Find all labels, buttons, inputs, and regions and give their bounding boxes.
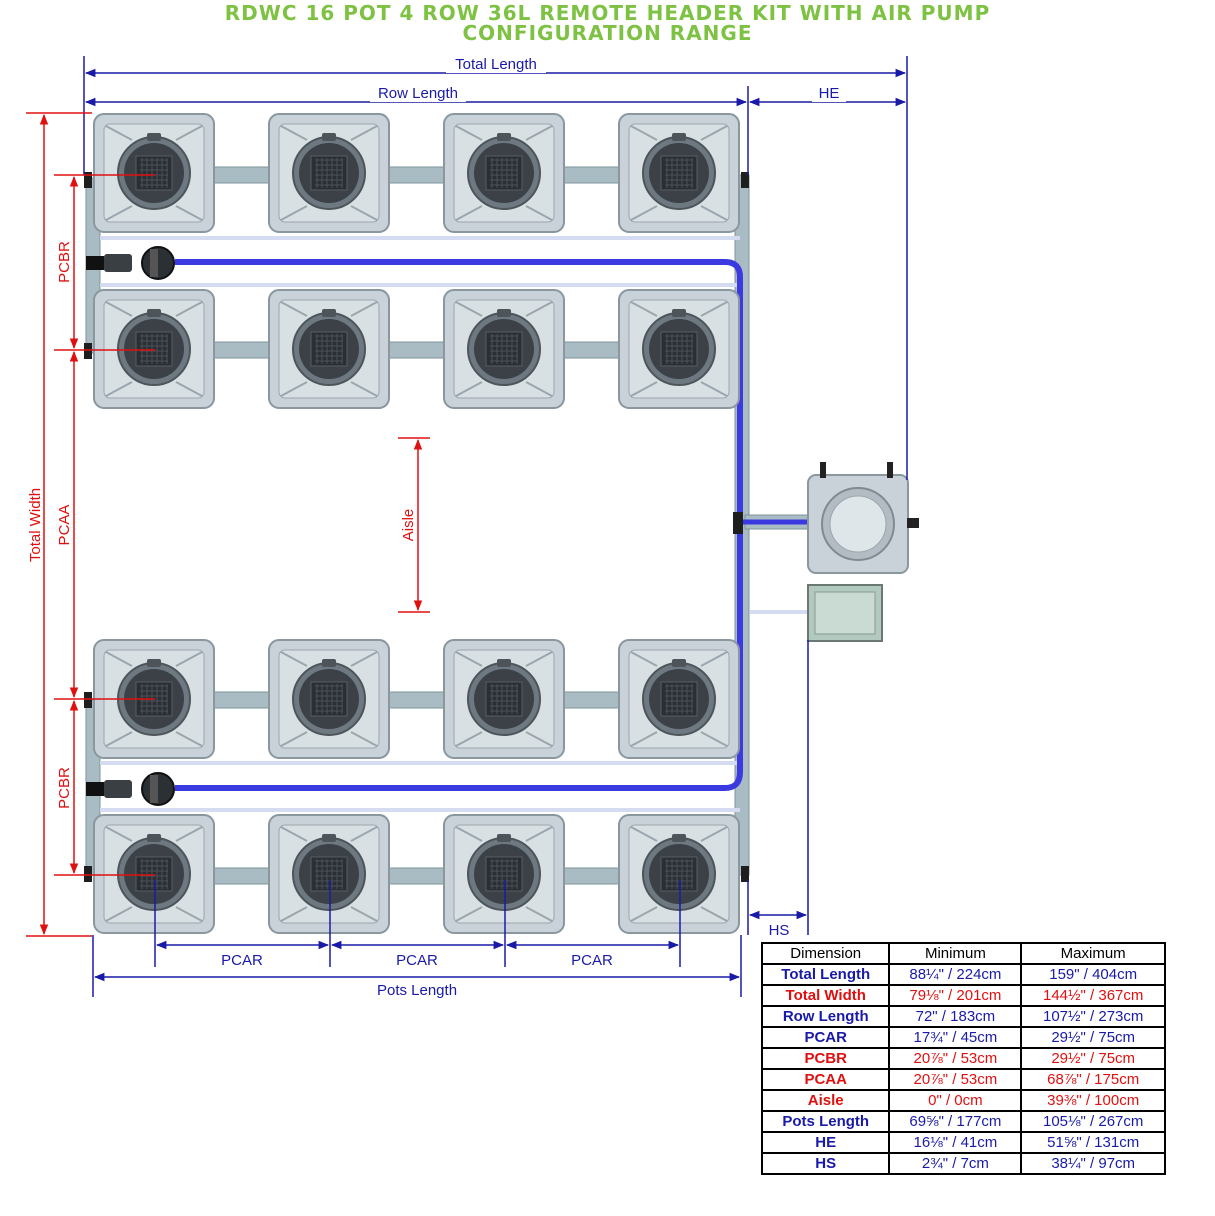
- table-cell: PCBR: [760, 1047, 891, 1070]
- pcar-label: PCAR: [396, 952, 438, 969]
- pot: [443, 814, 565, 934]
- pot: [93, 814, 215, 934]
- table-cell: HE: [760, 1131, 891, 1154]
- table-cell: 69⅝" / 177cm: [888, 1110, 1023, 1133]
- table-row: PCBR 20⅞" / 53cm 29½" / 75cm: [760, 1047, 1166, 1070]
- table-cell: 16⅛" / 41cm: [888, 1131, 1023, 1154]
- table-row: PCAR 17¾" / 45cm 29½" / 75cm: [760, 1026, 1166, 1049]
- pot: [268, 639, 390, 759]
- table-row: HS 2¾" / 7cm 38¼" / 97cm: [760, 1152, 1166, 1175]
- table-header-row: Dimension Minimum Maximum: [760, 942, 1166, 965]
- pcbr-label: PCBR: [56, 767, 73, 809]
- table-cell: 79⅛" / 201cm: [888, 984, 1023, 1007]
- pot: [93, 113, 215, 233]
- pcar-label: PCAR: [221, 952, 263, 969]
- manifold-pipes: [85, 166, 811, 885]
- table-cell: 20⅞" / 53cm: [888, 1047, 1023, 1070]
- table-cell: 0" / 0cm: [888, 1089, 1023, 1112]
- table-cell: HS: [760, 1152, 891, 1175]
- remote-header-tank: [807, 462, 919, 574]
- table-cell: 29½" / 75cm: [1020, 1026, 1166, 1049]
- diagram-title: RDWC 16 POT 4 ROW 36L REMOTE HEADER KIT …: [224, 1, 991, 25]
- table-cell: Aisle: [760, 1089, 891, 1112]
- pot: [443, 289, 565, 409]
- table-cell: 68⅞" / 175cm: [1020, 1068, 1166, 1091]
- table-row: Total Length 88¼" / 224cm 159" / 404cm: [760, 963, 1166, 986]
- table-cell: 107½" / 273cm: [1020, 1005, 1166, 1028]
- table-cell: 144½" / 367cm: [1020, 984, 1166, 1007]
- table-row: Total Width 79⅛" / 201cm 144½" / 367cm: [760, 984, 1166, 1007]
- table-cell: 38¼" / 97cm: [1020, 1152, 1166, 1175]
- column-header: Dimension: [760, 942, 891, 965]
- pot: [618, 639, 740, 759]
- table-cell: 29½" / 75cm: [1020, 1047, 1166, 1070]
- pcaa-label: PCAA: [56, 505, 73, 546]
- pcar-label: PCAR: [571, 952, 613, 969]
- column-header: Maximum: [1020, 942, 1166, 965]
- table-row: PCAA 20⅞" / 53cm 68⅞" / 175cm: [760, 1068, 1166, 1091]
- table-row: Pots Length 69⅝" / 177cm 105⅛" / 267cm: [760, 1110, 1166, 1133]
- table-cell: PCAA: [760, 1068, 891, 1091]
- total-length-label: Total Length: [455, 56, 537, 73]
- table-row: Row Length 72" / 183cm 107½" / 273cm: [760, 1005, 1166, 1028]
- air-pump: [807, 584, 883, 642]
- hs-label: HS: [769, 922, 790, 939]
- connectors: [84, 172, 749, 882]
- table-cell: Row Length: [760, 1005, 891, 1028]
- table-cell: Pots Length: [760, 1110, 891, 1133]
- pot: [443, 113, 565, 233]
- table-row: Aisle 0" / 0cm 39⅜" / 100cm: [760, 1089, 1166, 1112]
- aisle-label: Aisle: [400, 509, 417, 542]
- table-row: HE 16⅛" / 41cm 51⅝" / 131cm: [760, 1131, 1166, 1154]
- air-valve-bottom: [86, 772, 175, 806]
- pcbr-label: PCBR: [56, 241, 73, 283]
- pot: [618, 113, 740, 233]
- diagram-subtitle: CONFIGURATION RANGE: [462, 21, 753, 45]
- pot: [618, 814, 740, 934]
- air-valve-top: [86, 246, 175, 280]
- table-cell: 105⅛" / 267cm: [1020, 1110, 1166, 1133]
- pots-length-label: Pots Length: [377, 982, 457, 999]
- pot: [443, 639, 565, 759]
- pot: [268, 289, 390, 409]
- table-cell: 39⅜" / 100cm: [1020, 1089, 1166, 1112]
- table-cell: 51⅝" / 131cm: [1020, 1131, 1166, 1154]
- table-cell: 72" / 183cm: [888, 1005, 1023, 1028]
- total-width-label: Total Width: [27, 488, 44, 562]
- table-cell: Total Width: [760, 984, 891, 1007]
- pot: [268, 113, 390, 233]
- table-cell: Total Length: [760, 963, 891, 986]
- he-label: HE: [819, 85, 840, 102]
- table-cell: 17¾" / 45cm: [888, 1026, 1023, 1049]
- column-header: Minimum: [888, 942, 1023, 965]
- table-cell: 20⅞" / 53cm: [888, 1068, 1023, 1091]
- table-cell: 2¾" / 7cm: [888, 1152, 1023, 1175]
- pot: [268, 814, 390, 934]
- pot: [618, 289, 740, 409]
- dimension-labels: Total Length Row Length HE HS PCAR PCAR …: [27, 55, 846, 999]
- row-length-label: Row Length: [378, 85, 458, 102]
- table-cell: 88¼" / 224cm: [888, 963, 1023, 986]
- table-cell: PCAR: [760, 1026, 891, 1049]
- dimension-table: Dimension Minimum Maximum Total Length 8…: [760, 942, 1166, 1175]
- pot: [93, 289, 215, 409]
- table-cell: 159" / 404cm: [1020, 963, 1166, 986]
